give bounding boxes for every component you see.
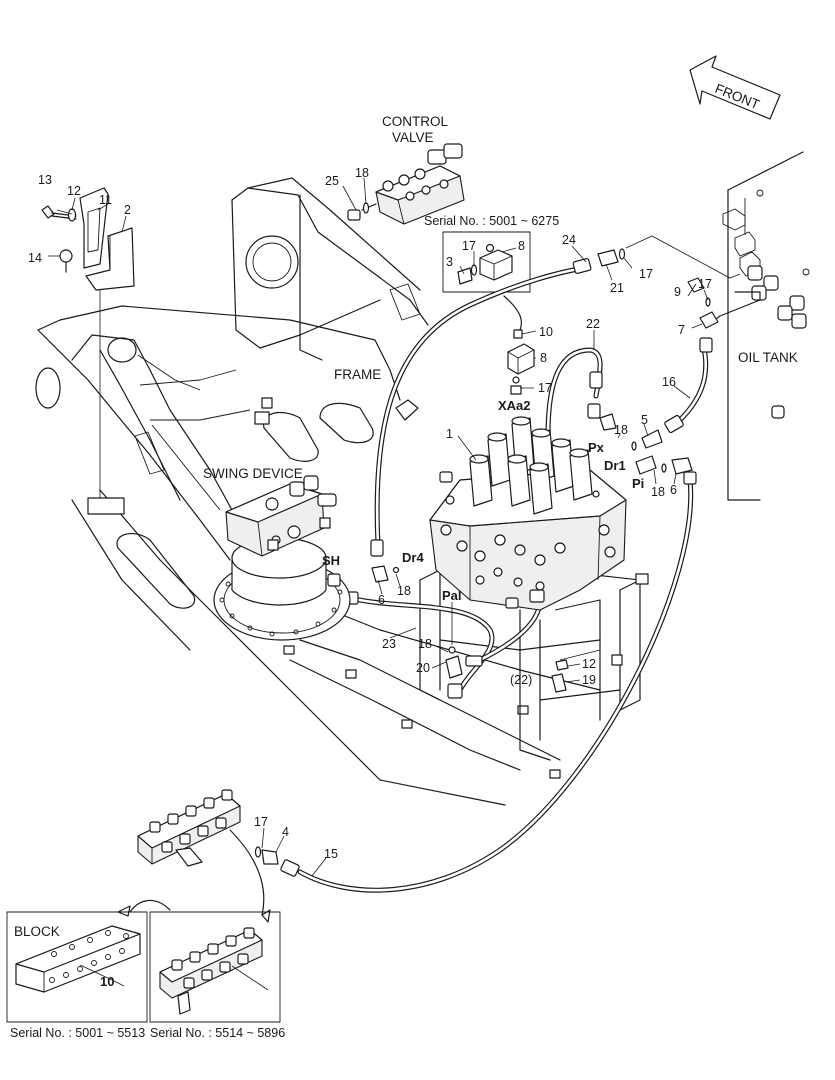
part-4: 4 (282, 825, 289, 839)
part-10: 10 (539, 325, 553, 339)
control-valve-label-2: VALVE (392, 130, 434, 145)
oil-tank: OIL TANK (711, 151, 810, 501)
swing-device (213, 475, 351, 641)
part-12-b: 12 (582, 657, 596, 671)
serial-label-manifold: Serial No. : 5514 ~ 5896 (150, 1026, 285, 1040)
manifold-assembly (117, 789, 271, 923)
part-23: 23 (382, 637, 396, 651)
part-17-e: 17 (254, 815, 268, 829)
part-10-block: 10 (100, 974, 114, 989)
hose-24 (370, 235, 741, 557)
frame-label: FRAME (334, 367, 381, 382)
part-16: 16 (662, 375, 676, 389)
port-labels: XAa2 Px Dr1 Pi Dr4 SH Pal (322, 398, 644, 603)
part-22-ref: (22) (510, 673, 532, 687)
inset-manifold (149, 911, 281, 1023)
leader-lines (261, 177, 709, 877)
part-6-a: 6 (670, 483, 677, 497)
block-holes (49, 930, 129, 983)
serial-label-top: Serial No. : 5001 ~ 6275 (424, 214, 559, 228)
main-control-valve (429, 416, 627, 611)
control-valve-label-1: CONTROL (382, 114, 448, 129)
part-8: 8 (540, 351, 547, 365)
port-px: Px (588, 440, 605, 455)
part-13: 13 (38, 173, 52, 187)
part-1: 1 (446, 427, 453, 441)
hose-22 (545, 347, 603, 439)
hose-16 (631, 277, 719, 451)
part-14: 14 (28, 251, 42, 265)
port-dr4: Dr4 (402, 550, 424, 565)
oil-tank-label: OIL TANK (738, 350, 798, 365)
part-19: 19 (582, 673, 596, 687)
part-18-top: 18 (355, 166, 369, 180)
valve-spools (469, 416, 593, 515)
part-18-c: 18 (651, 485, 665, 499)
inset-serial-top: Serial No. : 5001 ~ 6275 (424, 214, 559, 293)
fittings-lower (371, 413, 657, 693)
part-18-e: 18 (418, 637, 432, 651)
inset-block: BLOCK 10 (6, 911, 148, 1023)
pilot-control-valve: CONTROL VALVE (347, 114, 465, 225)
shuttle-block-8 (503, 295, 535, 395)
part-6-b: 6 (378, 593, 385, 607)
bracket-assembly (41, 187, 135, 498)
manifold-ports (149, 789, 233, 867)
part-7: 7 (678, 323, 685, 337)
part-17-b: 17 (639, 267, 653, 281)
port-xaa2: XAa2 (498, 398, 531, 413)
swing-bolt-ring (219, 581, 343, 637)
part-18-b: 18 (614, 423, 628, 437)
part-17-c: 17 (698, 277, 712, 291)
part-17-inset: 17 (462, 239, 476, 253)
part-3: 3 (446, 255, 453, 269)
hose-15 (254, 457, 697, 893)
hose-23 (343, 591, 543, 699)
part-15: 15 (324, 847, 338, 861)
part-20: 20 (416, 661, 430, 675)
part-9: 9 (674, 285, 681, 299)
part-numbers: 13 12 11 2 14 25 18 17 8 3 24 17 21 9 17… (28, 166, 712, 861)
part-12: 12 (67, 184, 81, 198)
part-11: 11 (99, 193, 112, 207)
swing-device-label: SWING DEVICE (203, 466, 303, 481)
part-8-inset: 8 (518, 239, 525, 253)
part-25: 25 (325, 174, 339, 188)
front-arrow: FRONT (689, 55, 781, 120)
part-17-d: 17 (538, 381, 552, 395)
part-21: 21 (610, 281, 624, 295)
port-pal: Pal (442, 588, 462, 603)
port-sh: SH (322, 553, 340, 568)
part-24: 24 (562, 233, 576, 247)
part-18-d: 18 (397, 584, 411, 598)
port-pi: Pi (632, 476, 644, 491)
serial-label-block: Serial No. : 5001 ~ 5513 (10, 1026, 145, 1040)
part-22: 22 (586, 317, 600, 331)
part-2: 2 (124, 203, 131, 217)
port-dr1: Dr1 (604, 458, 626, 473)
block-label: BLOCK (14, 924, 60, 939)
part-5: 5 (641, 413, 648, 427)
